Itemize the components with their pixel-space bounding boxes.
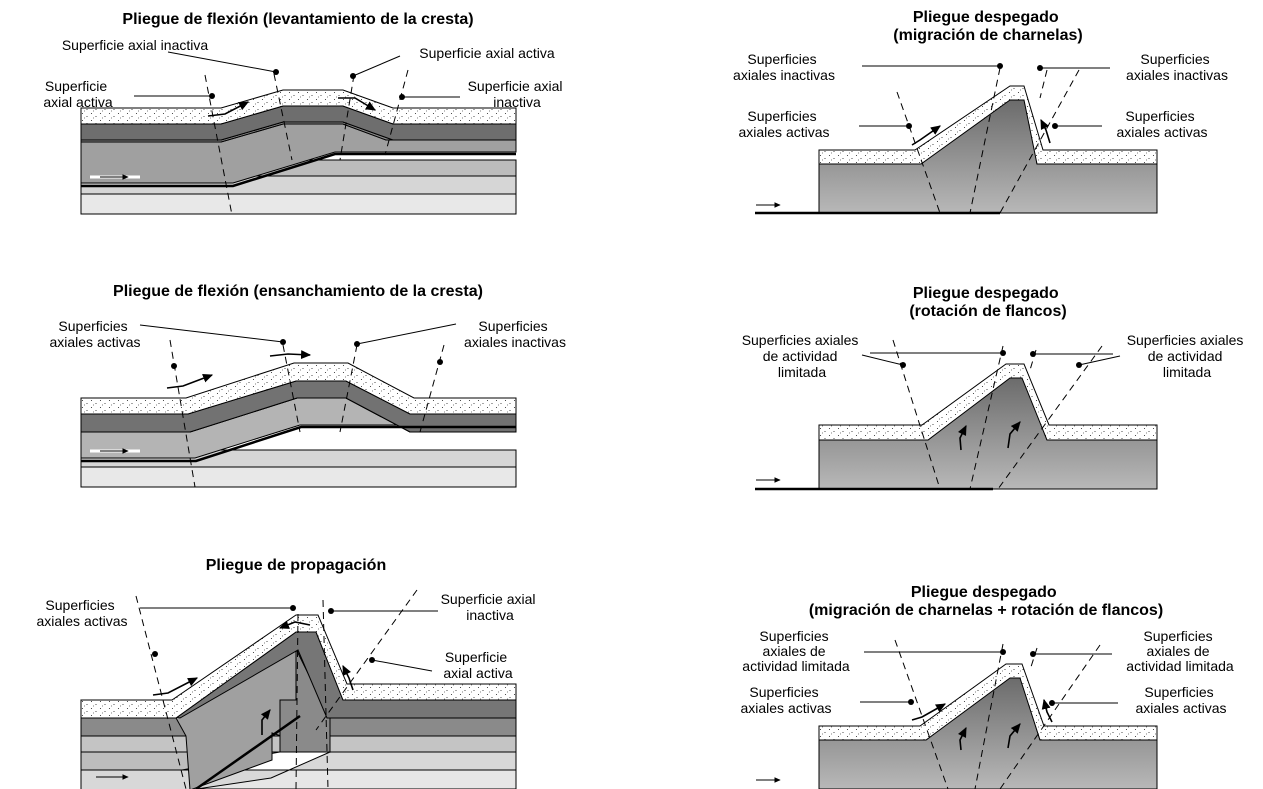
thrust-fault bbox=[81, 152, 516, 188]
flow-arrow bbox=[342, 664, 354, 691]
flow-arrow bbox=[278, 620, 311, 629]
axial-surface bbox=[273, 73, 293, 161]
cross-section bbox=[80, 589, 517, 789]
axial-surface bbox=[974, 643, 1004, 789]
flow-arrow bbox=[911, 703, 946, 721]
axial-surface bbox=[322, 599, 329, 789]
label-inactive-axial-surfaces-right: Superficies axiales inactivas bbox=[1126, 51, 1228, 83]
panel-detachment-limb-rotation: Pliegue despegado (rotación de flancos) … bbox=[742, 285, 1248, 491]
flow-arrow bbox=[207, 101, 249, 117]
axial-surface bbox=[999, 69, 1080, 214]
stippled-top-layer bbox=[80, 362, 517, 415]
base-layer bbox=[80, 466, 517, 488]
thrust-fault bbox=[195, 714, 301, 789]
flow-arrow bbox=[269, 350, 312, 360]
label-active-axial-surfaces-right: Superficies axiales activas bbox=[1135, 684, 1226, 716]
axial-surface bbox=[969, 67, 1001, 214]
leader-line bbox=[356, 323, 457, 345]
label-limited-axial-surfaces-left: Superficies axiales de actividad limitad… bbox=[742, 332, 863, 380]
leader-dot bbox=[437, 359, 443, 365]
leader-dot bbox=[152, 651, 158, 657]
flow-arrow bbox=[152, 677, 198, 696]
axial-surface bbox=[1039, 69, 1048, 99]
axial-surface bbox=[315, 589, 418, 731]
label-inactive-axial-surfaces: Superficies axiales inactivas bbox=[464, 318, 566, 350]
label-active-axial-surfaces-left: Superficies axiales activas bbox=[738, 108, 829, 140]
stippled-top-layer bbox=[80, 89, 517, 125]
leader-line bbox=[371, 659, 433, 672]
label-active-axial-surfaces-right: Superficies axiales activas bbox=[1116, 108, 1207, 140]
flow-arrow bbox=[260, 709, 271, 735]
axial-surface bbox=[894, 639, 949, 789]
axial-surface bbox=[1029, 647, 1038, 671]
panel-detachment-hinge-migration: Pliegue despegado (migración de charnela… bbox=[733, 9, 1228, 215]
flow-arrow bbox=[1007, 421, 1021, 449]
cross-section bbox=[80, 51, 517, 216]
panel-title: Pliegue de propagación bbox=[206, 557, 386, 574]
axial-surface bbox=[339, 344, 358, 433]
flow-arrow bbox=[957, 726, 967, 751]
flow-arrow bbox=[166, 373, 214, 389]
axial-surface bbox=[997, 345, 1103, 490]
axial-surface bbox=[339, 74, 355, 161]
stippled-top-layer bbox=[818, 363, 1158, 441]
cross-section bbox=[755, 339, 1158, 491]
label-inactive-axial-surface-right: Superficie axial inactiva bbox=[468, 78, 567, 110]
panel-title: Pliegue despegado (migración de charnela… bbox=[893, 9, 1082, 44]
axial-surface bbox=[896, 91, 941, 214]
leader-line bbox=[352, 55, 401, 77]
label-inactive-axial-surface: Superficie axial inactiva bbox=[62, 37, 209, 53]
label-active-axial-surfaces: Superficies axiales activas bbox=[36, 597, 127, 629]
panel-detachment-combined: Pliegue despegado (migración de charnela… bbox=[740, 584, 1234, 789]
cross-section bbox=[755, 63, 1158, 215]
flow-arrow bbox=[911, 125, 941, 146]
axial-surface bbox=[282, 344, 301, 433]
panel-title: Pliegue de flexión (levantamiento de la … bbox=[122, 11, 473, 28]
label-limited-axial-surfaces-right: Superficies axiales de actividad limitad… bbox=[1127, 332, 1248, 380]
label-active-axial-surface: Superficie axial activa bbox=[43, 78, 112, 110]
axial-surface bbox=[135, 595, 187, 789]
flow-arrow bbox=[1041, 698, 1053, 723]
stippled-top-layer bbox=[80, 614, 517, 719]
label-active-axial-surface-right: Superficie axial activa bbox=[419, 45, 555, 61]
panel-title: Pliegue despegado (migración de charnela… bbox=[809, 584, 1163, 619]
label-limited-axial-surfaces-right: Superficies axiales de actividad limitad… bbox=[1126, 628, 1234, 674]
thrust-fault bbox=[81, 425, 516, 463]
stippled-top-layer bbox=[818, 663, 1158, 741]
label-inactive-axial-surface: Superficie axial inactiva bbox=[441, 591, 540, 623]
flow-arrow bbox=[1007, 723, 1021, 749]
label-inactive-axial-surfaces-left: Superficies axiales inactivas bbox=[733, 51, 835, 83]
leader-line bbox=[861, 354, 904, 366]
label-limited-axial-surfaces-left: Superficies axiales de actividad limitad… bbox=[742, 628, 850, 674]
flow-arrow bbox=[338, 97, 376, 111]
leader-line bbox=[139, 324, 284, 343]
leader-line bbox=[1078, 355, 1121, 366]
axial-surface bbox=[295, 613, 299, 789]
flow-arrow bbox=[1040, 118, 1051, 144]
stippled-top-layer bbox=[818, 85, 1158, 165]
label-active-axial-surfaces: Superficies axiales activas bbox=[49, 318, 140, 350]
cross-section bbox=[80, 323, 517, 488]
axial-surface bbox=[969, 345, 1004, 490]
panel-fault-bend-uplift: Pliegue de flexión (levantamiento de la … bbox=[43, 11, 567, 216]
label-active-axial-surface: Superficie axial activa bbox=[443, 649, 512, 681]
panel-title: Pliegue de flexión (ensanchamiento de la… bbox=[113, 283, 483, 300]
panel-propagation-fold: Pliegue de propagación bbox=[36, 557, 540, 789]
base-layer bbox=[80, 193, 517, 215]
label-active-axial-surfaces-left: Superficies axiales activas bbox=[740, 684, 831, 716]
axial-surface bbox=[384, 69, 409, 156]
panel-title: Pliegue despegado (rotación de flancos) bbox=[909, 285, 1066, 320]
panel-fault-bend-widening: Pliegue de flexión (ensanchamiento de la… bbox=[49, 283, 566, 488]
leader-line bbox=[167, 51, 277, 73]
leader-dot bbox=[171, 363, 177, 369]
flow-arrow bbox=[957, 424, 967, 451]
cross-section bbox=[756, 639, 1158, 789]
